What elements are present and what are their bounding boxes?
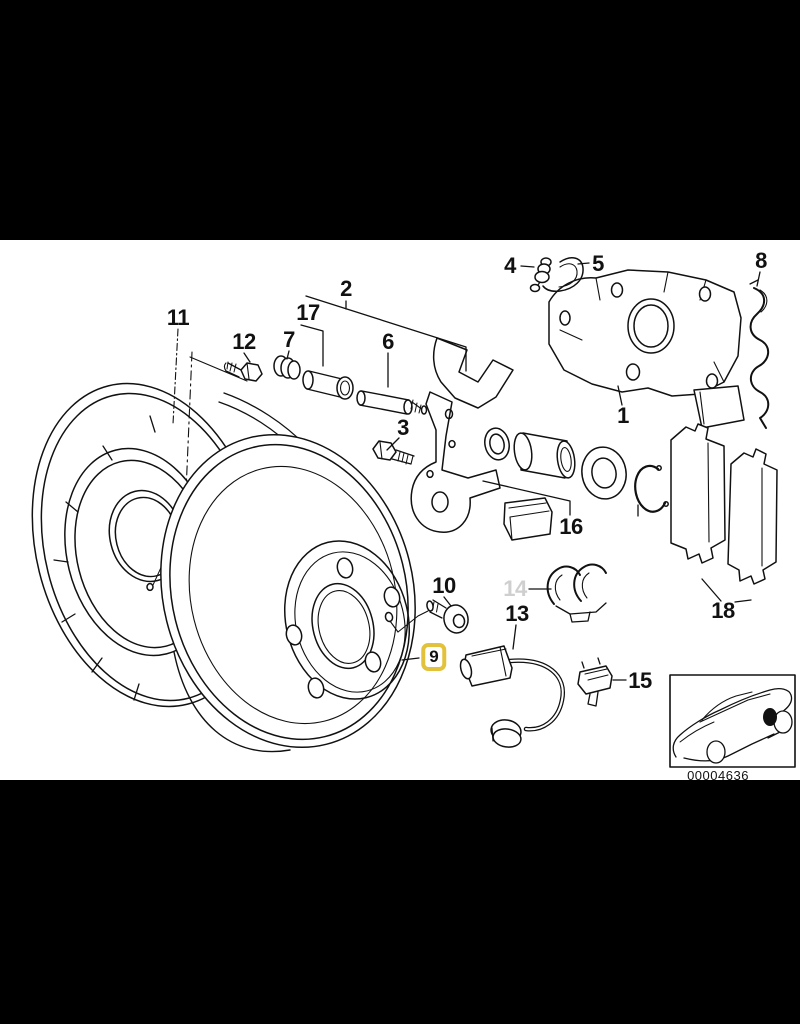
part-label-7: 7 [283,327,295,352]
brake-disc-part [160,433,429,753]
part-label-12: 12 [232,329,256,354]
diagram-code: 00004636 [687,768,749,783]
part-label-15: 15 [628,668,652,693]
part-label-8: 8 [755,248,767,273]
cable-clip-part [577,657,613,707]
bottom-letterbox [0,780,800,1024]
part-label-4: 4 [504,253,516,278]
diagram-canvas: 1 2 3 4 5 6 7 8 9 10 11 12 13 14 15 16 1… [0,240,800,783]
part-label-9-highlighted: 9 [421,643,447,671]
caliper-carrier-part [410,337,553,541]
pad-clip-part [546,563,607,623]
brake-pad-parts [670,423,778,585]
brake-diagram-art [31,257,796,768]
car-location-thumbnail [669,674,796,768]
part-label-1: 1 [617,403,629,428]
part-label-11: 11 [166,305,190,330]
retaining-spring-part [749,279,770,429]
guide-bolt-parts [223,355,428,465]
splash-shield-part [31,351,307,708]
part-label-17: 17 [296,300,320,325]
part-label-18: 18 [711,598,735,623]
caliper-housing-part [548,269,745,429]
part-label-2: 2 [340,276,352,301]
bleeder-and-clip-parts [529,257,584,293]
top-letterbox [0,0,800,240]
part-label-13: 13 [505,601,529,626]
leader-lines [172,262,761,681]
part-label-16: 16 [559,514,583,539]
rear-axle-marker [763,708,777,726]
wear-sensor-part [459,645,566,748]
part-label-3: 3 [397,415,409,440]
part-label-6: 6 [382,329,394,354]
piston-kit-parts [484,427,669,513]
part-label-5: 5 [592,251,604,276]
part-label-10: 10 [432,573,456,598]
set-screw-part [426,599,469,634]
part-label-14-dimmed: 14 [503,576,527,601]
